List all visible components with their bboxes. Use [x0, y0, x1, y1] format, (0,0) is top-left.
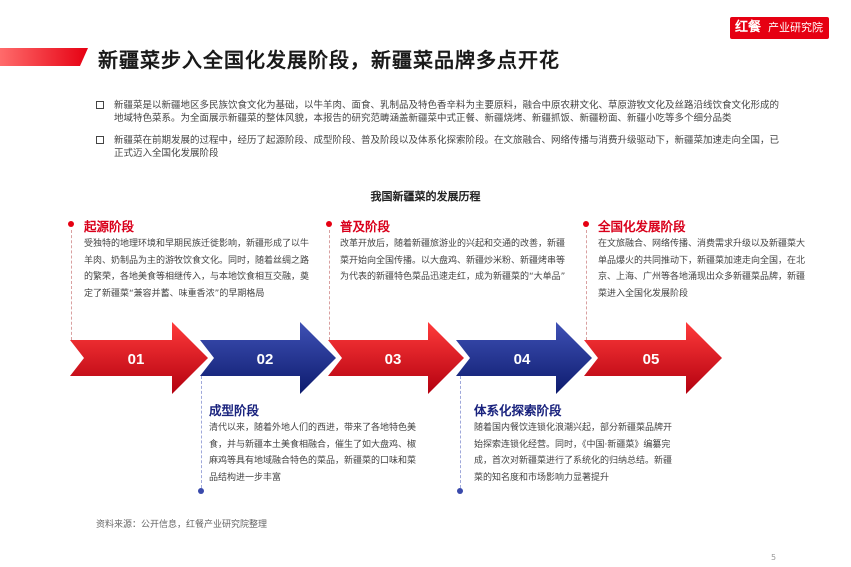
stage-connector-line: [71, 230, 72, 340]
arrow-number-03: 03: [385, 351, 402, 368]
stage-marker-dot: [68, 221, 74, 227]
stage-connector-line: [460, 376, 461, 488]
stage-description: 随着国内餐饮连锁化浪潮兴起，部分新疆菜品牌开始探索连锁化经营。同时，《中国·新疆…: [474, 423, 673, 483]
timeline-title: 我国新疆菜的发展历程: [370, 190, 481, 203]
arrow-04: [456, 322, 592, 394]
arrow-01: [70, 322, 208, 394]
page-title: 新疆菜步入全国化发展阶段，新疆菜品牌多点开花: [98, 48, 560, 72]
arrow-05: [584, 322, 722, 394]
stage-description: 受独特的地理环境和早期民族迁徙影响，新疆形成了以牛羊肉、奶制品为主的游牧饮食文化…: [84, 239, 310, 299]
bullet-item: 新疆菜在前期发展的过程中，经历了起源阶段、成型阶段、普及阶段以及体系化探索阶段。…: [96, 134, 786, 160]
arrow-03: [328, 322, 464, 394]
arrow-number-04: 04: [514, 351, 531, 368]
stage-name: 起源阶段: [84, 219, 135, 234]
stage-connector-line: [586, 230, 587, 340]
logo-text: 产业研究院: [766, 17, 829, 39]
stage-name: 全国化发展阶段: [598, 219, 686, 234]
stage-marker-dot: [457, 488, 463, 494]
title-decoration-bar: [0, 48, 88, 66]
intro-bullets: 新疆菜是以新疆地区多民族饮食文化为基础，以牛羊肉、面食、乳制品及特色香辛料为主要…: [96, 99, 786, 169]
bullet-text: 新疆菜是以新疆地区多民族饮食文化为基础，以牛羊肉、面食、乳制品及特色香辛料为主要…: [114, 100, 780, 124]
stage-connector-line: [329, 230, 330, 340]
arrow-number-01: 01: [128, 351, 145, 368]
stage-name: 普及阶段: [340, 219, 391, 234]
bullet-item: 新疆菜是以新疆地区多民族饮食文化为基础，以牛羊肉、面食、乳制品及特色香辛料为主要…: [96, 99, 786, 125]
bullet-text: 新疆菜在前期发展的过程中，经历了起源阶段、成型阶段、普及阶段以及体系化探索阶段。…: [114, 135, 780, 159]
arrow-number-02: 02: [257, 351, 274, 368]
stage-description: 清代以来，随着外地人们的西进，带来了各地特色美食，并与新疆本土美食相融合，催生了…: [209, 423, 417, 483]
page-number: 5: [771, 553, 777, 562]
square-bullet-icon: [96, 101, 104, 109]
stage-connector-line: [201, 376, 202, 488]
stage-description: 在文旅融合、网络传播、消费需求升级以及新疆菜大单品爆火的共同推动下，新疆菜加速走…: [598, 239, 806, 299]
stage-marker-dot: [198, 488, 204, 494]
brand-logo: 红餐 产业研究院: [729, 17, 829, 39]
logo-mark: 红餐: [729, 17, 766, 39]
stage-name: 成型阶段: [209, 403, 260, 418]
arrow-02: [200, 322, 336, 394]
arrow-number-05: 05: [643, 351, 660, 368]
source-note: 资料来源：公开信息，红餐产业研究院整理: [96, 520, 268, 530]
square-bullet-icon: [96, 136, 104, 144]
stage-name: 体系化探索阶段: [474, 403, 562, 418]
stage-marker-dot: [583, 221, 589, 227]
stage-description: 改革开放后，随着新疆旅游业的兴起和交通的改善，新疆菜开始向全国传播。以大盘鸡、新…: [340, 239, 566, 282]
stage-marker-dot: [326, 221, 332, 227]
